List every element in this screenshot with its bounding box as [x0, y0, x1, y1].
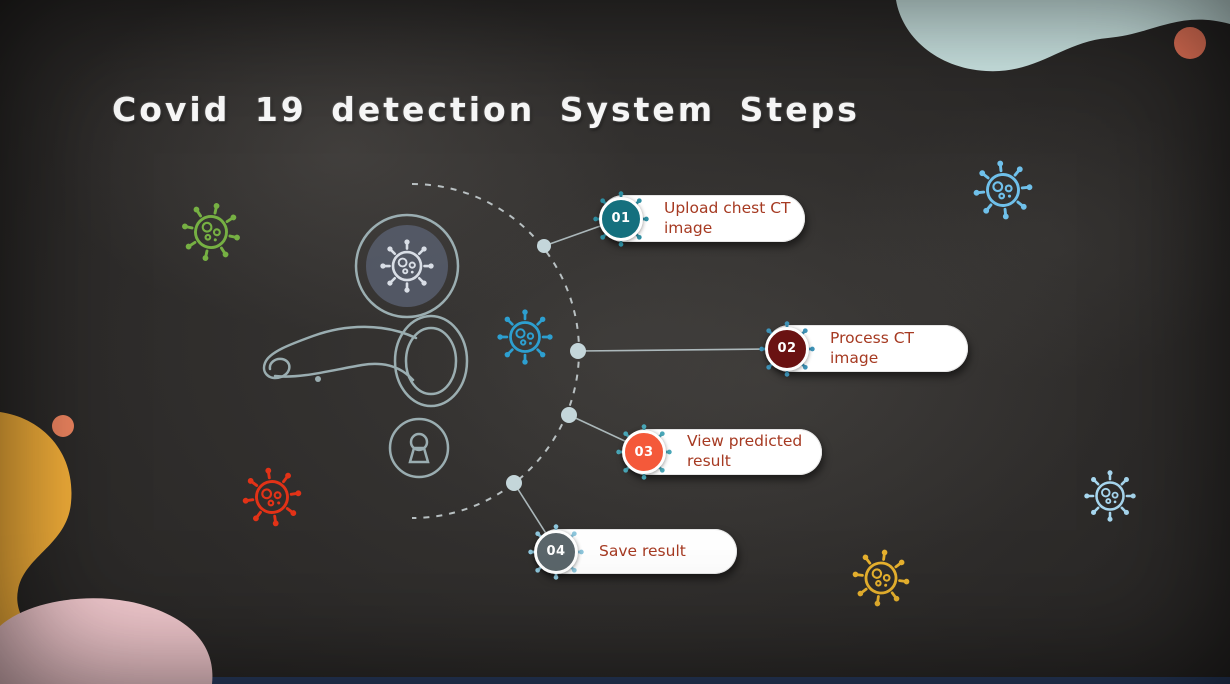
- step-2-label: Process CT image: [830, 328, 915, 367]
- virus-blue-top-right-icon: [969, 156, 1037, 224]
- step-1-number: 01: [611, 211, 631, 226]
- step-2-badge: 02: [758, 320, 816, 378]
- orange-dot-left: [52, 415, 74, 437]
- virus-green-icon: [174, 195, 248, 269]
- virus-blue-center-icon: [496, 308, 554, 366]
- step-connectors: [513, 218, 771, 547]
- step-3-number: 03: [634, 444, 654, 460]
- step-1-label: Upload chest CT image: [664, 198, 791, 237]
- virus-lightblue-right-icon: [1083, 469, 1137, 523]
- arc-nodes: [506, 239, 586, 491]
- step-4-pill: 04 Save result: [535, 529, 737, 574]
- step-3-label: View predicted result: [687, 432, 803, 470]
- door-handle-illustration: [262, 213, 469, 479]
- step-1-badge: 01: [592, 190, 650, 248]
- step-4-badge: 04: [527, 523, 585, 581]
- bottom-navy-bar: [85, 677, 1230, 684]
- step-3-badge: 03: [615, 423, 673, 481]
- step-1-pill: 01 Upload chest CT image: [600, 195, 805, 242]
- virus-red-icon: [237, 462, 307, 532]
- top-right-blob: [896, 0, 1230, 72]
- bottom-left-blobs: [0, 412, 213, 684]
- step-4-number: 04: [546, 544, 566, 559]
- step-2-pill: 02 Process CT image: [766, 325, 968, 372]
- virus-yellow-icon: [847, 544, 915, 612]
- step-2-number: 02: [777, 341, 797, 356]
- step-3-pill: 03 View predicted result: [623, 429, 822, 475]
- slide-title: Covid 19 detection System Steps: [112, 90, 860, 129]
- step-4-label: Save result: [599, 541, 686, 560]
- orange-dot-top-right: [1174, 27, 1206, 59]
